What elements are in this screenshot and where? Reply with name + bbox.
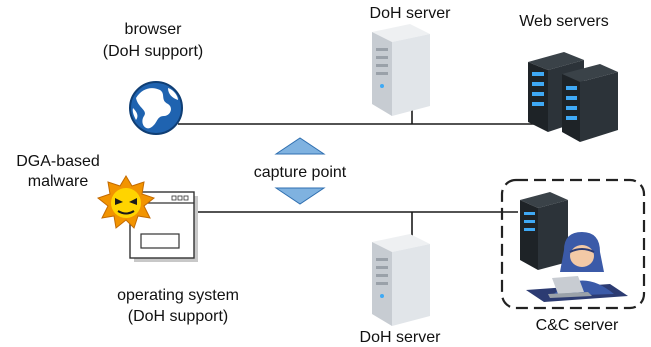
capture-arrows-icon — [274, 137, 326, 205]
server-tower-icon — [372, 234, 430, 326]
application-window-icon — [129, 191, 198, 262]
cc-server-label: C&C server — [536, 317, 619, 334]
doh-server-top-label: DoH server — [370, 5, 452, 22]
spiky-malware-icon — [96, 175, 156, 229]
os-doh-support-label: (DoH support) — [128, 308, 228, 325]
web-servers-label: Web servers — [519, 13, 609, 30]
browser-doh-support-label: (DoH support) — [103, 43, 203, 60]
hacker-with-server-icon — [520, 192, 628, 302]
os-label: operating system — [117, 287, 239, 304]
capture-point-label: capture point — [254, 164, 347, 181]
globe-icon — [129, 81, 183, 135]
malware-label: malware — [28, 173, 89, 190]
server-rack-icon — [528, 52, 618, 142]
doh-server-bottom-label: DoH server — [360, 329, 442, 346]
malware-type-label: DGA-based — [16, 153, 100, 170]
browser-label: browser — [125, 21, 183, 38]
server-tower-icon — [372, 24, 430, 116]
cc-server-box — [500, 178, 646, 310]
